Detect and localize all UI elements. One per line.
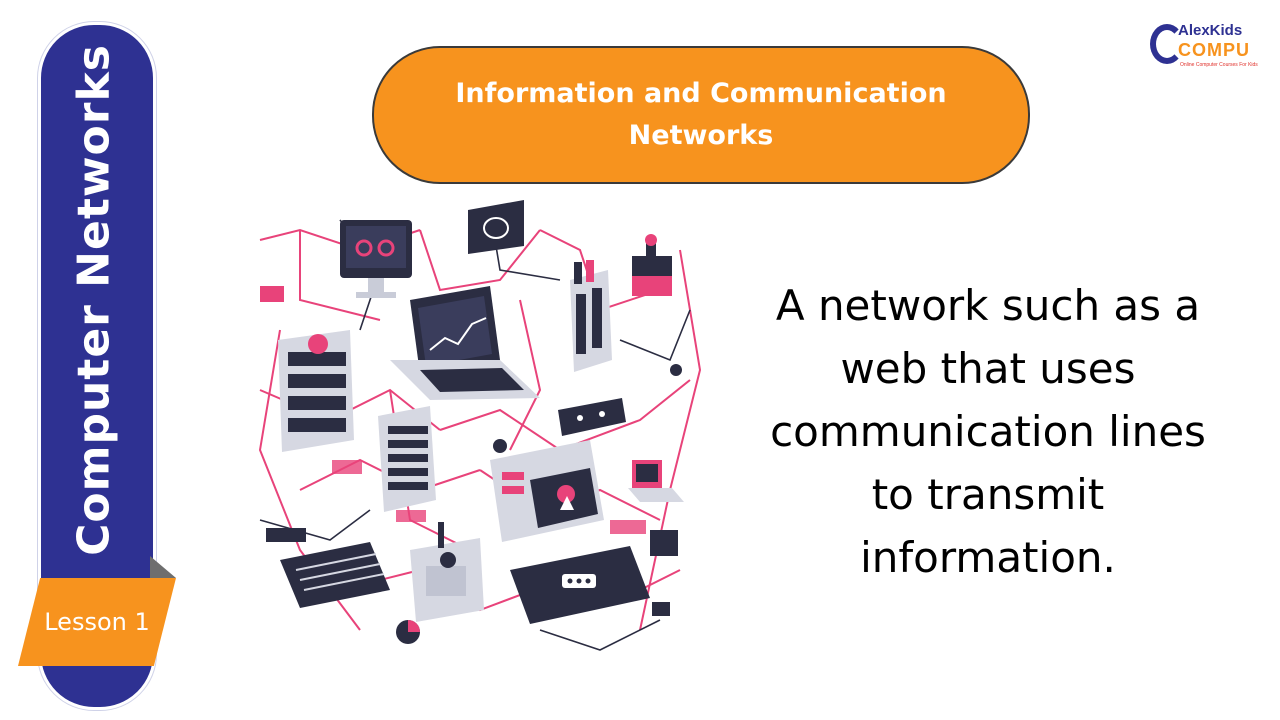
pie-chip	[396, 620, 420, 644]
server-tower-middle	[378, 406, 436, 512]
lesson-tag-fold	[150, 556, 176, 578]
brand-logo: AlexKids COMPU Online Computer Courses F…	[1150, 20, 1260, 76]
small-laptop-right	[628, 460, 684, 502]
page-title: Information and Communication Networks	[455, 78, 947, 151]
description-text: A network such as a web that uses commun…	[770, 281, 1206, 582]
base-station	[410, 522, 484, 622]
logo-top-text: AlexKids	[1178, 22, 1243, 39]
switch-panel	[266, 528, 390, 608]
logo-tagline: Online Computer Courses For Kids	[1180, 62, 1258, 68]
header-banner: Information and Communication Networks	[372, 46, 1030, 184]
logo-c-mark	[1150, 24, 1184, 64]
misc-chips	[260, 286, 682, 616]
network-illustration	[258, 200, 702, 651]
storage-box	[632, 234, 672, 296]
monitor-device	[340, 220, 412, 298]
logo-bottom-text: COMPU	[1178, 40, 1250, 60]
tablet-device	[468, 200, 524, 254]
router-panel	[558, 398, 626, 436]
laptop-device	[390, 286, 540, 400]
control-panel	[510, 546, 650, 624]
server-tower-right	[570, 260, 612, 372]
central-device	[490, 440, 604, 542]
server-stack-left	[278, 330, 354, 452]
sidebar-title: Computer Networks	[68, 44, 120, 556]
lesson-tag	[18, 578, 176, 666]
lesson-label: Lesson 1	[44, 608, 150, 636]
